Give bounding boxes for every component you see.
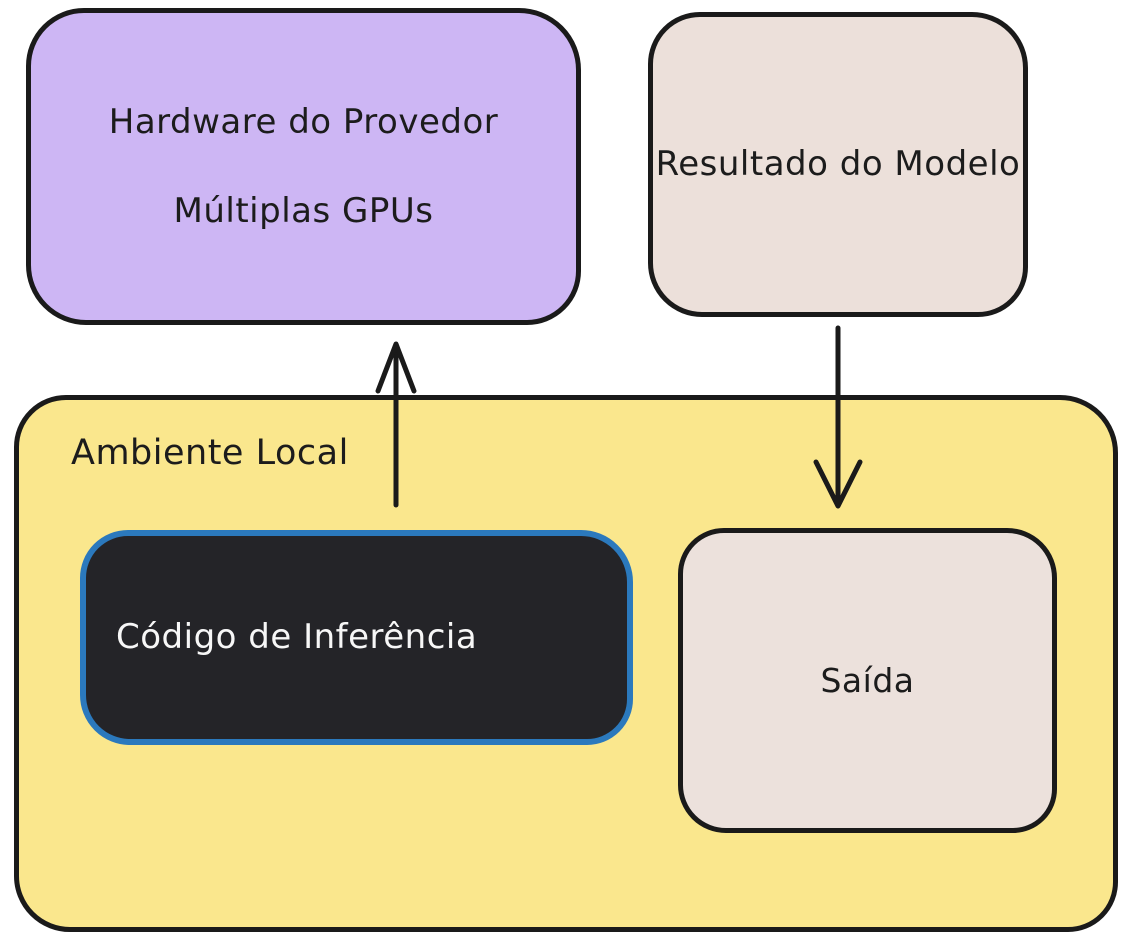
local-environment-label: Ambiente Local <box>71 433 349 473</box>
inference-code-box: Código de Inferência <box>80 530 633 745</box>
provider-hardware-subtitle: Múltiplas GPUs <box>173 190 434 231</box>
provider-hardware-title: Hardware do Provedor <box>108 102 499 142</box>
output-box: Saída <box>678 528 1057 833</box>
model-result-label: Resultado do Modelo <box>655 144 1021 185</box>
model-result-box: Resultado do Modelo <box>648 12 1028 317</box>
provider-hardware-box: Hardware do Provedor Múltiplas GPUs <box>26 8 581 325</box>
output-label: Saída <box>820 660 915 700</box>
inference-code-label: Código de Inferência <box>116 617 478 658</box>
local-environment-box: Ambiente Local Código de Inferência Saíd… <box>14 395 1118 932</box>
